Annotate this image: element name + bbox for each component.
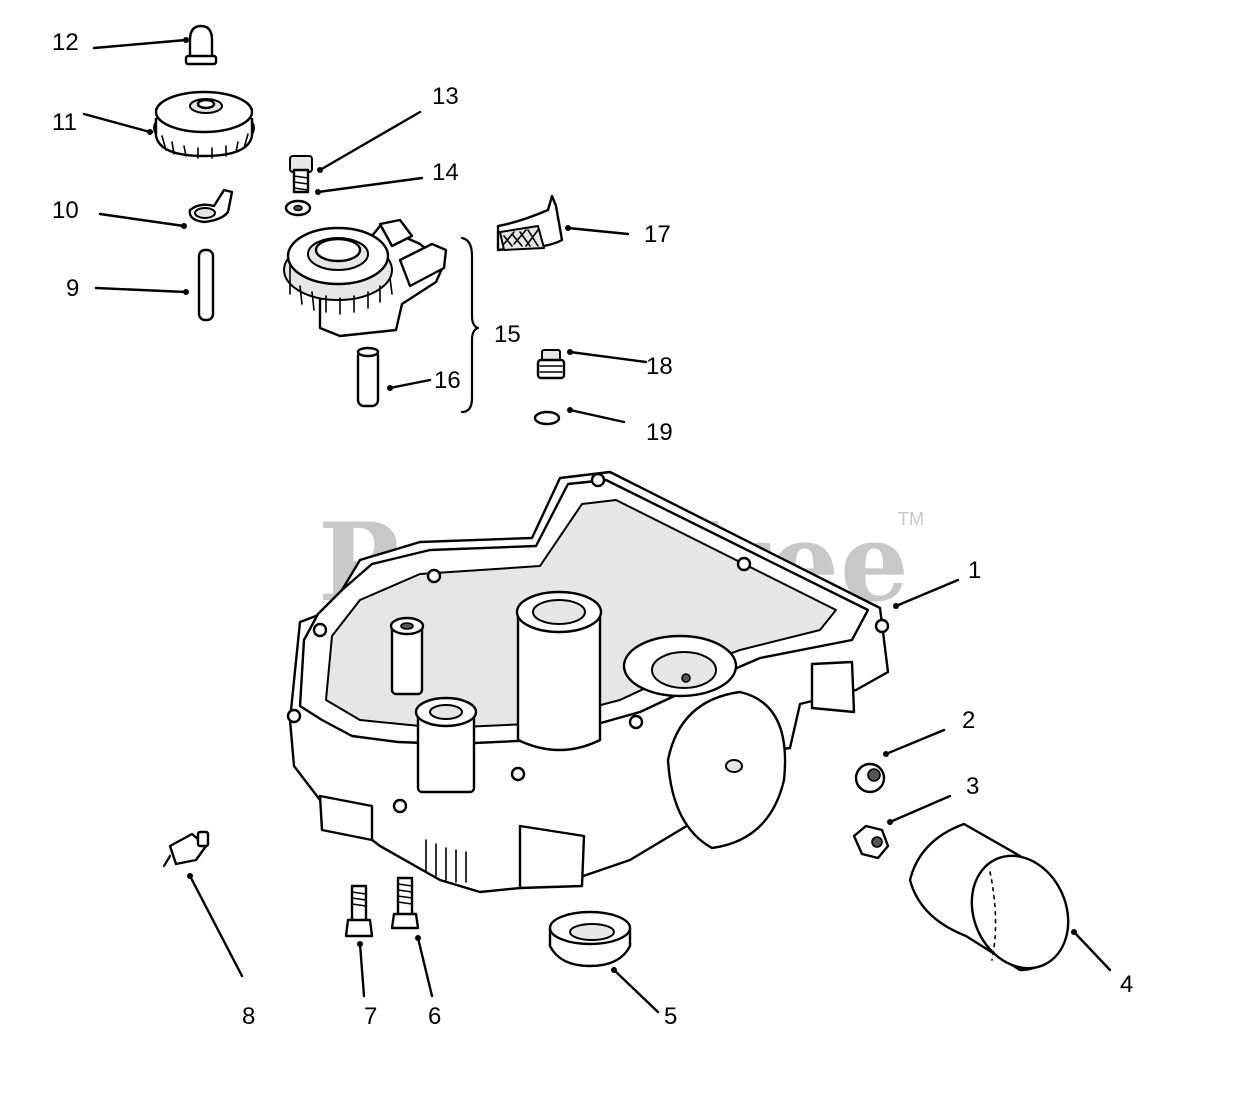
part-1-oil-pan[interactable] <box>286 470 890 894</box>
callout-6[interactable]: 6 <box>428 1003 441 1030</box>
callout-15[interactable]: 15 <box>494 321 521 348</box>
callout-10[interactable]: 10 <box>52 197 79 224</box>
part-15-oil-pump-assembly[interactable] <box>283 218 448 338</box>
callout-labels: 1 2 3 4 5 6 7 8 9 10 11 12 13 14 15 16 1… <box>52 29 1133 1030</box>
part-9-pin[interactable] <box>197 248 215 322</box>
callout-13[interactable]: 13 <box>432 83 459 110</box>
part-12-cap[interactable] <box>184 24 218 66</box>
callout-9[interactable]: 9 <box>66 275 79 302</box>
part-19-o-ring[interactable] <box>533 410 561 426</box>
part-10-bracket[interactable] <box>188 188 234 224</box>
callout-11[interactable]: 11 <box>52 109 77 136</box>
part-6-bolt[interactable] <box>390 876 420 930</box>
part-14-washer[interactable] <box>284 199 312 217</box>
callout-5[interactable]: 5 <box>664 1003 677 1030</box>
watermark-trademark: TM <box>898 509 924 529</box>
part-18-plug[interactable] <box>536 349 566 380</box>
callout-14[interactable]: 14 <box>432 159 459 186</box>
part-17-screen[interactable] <box>496 194 564 252</box>
part-16-shaft[interactable] <box>356 346 380 408</box>
callout-19[interactable]: 19 <box>646 419 673 446</box>
callout-4[interactable]: 4 <box>1120 971 1133 998</box>
callout-2[interactable]: 2 <box>962 707 975 734</box>
part-8-sensor[interactable] <box>162 830 210 868</box>
callout-18[interactable]: 18 <box>646 353 673 380</box>
part-2-plug[interactable] <box>854 762 886 794</box>
callout-7[interactable]: 7 <box>364 1003 377 1030</box>
callout-12[interactable]: 12 <box>52 29 79 56</box>
callout-16[interactable]: 16 <box>434 367 461 394</box>
callout-1[interactable]: 1 <box>968 557 981 584</box>
callout-8[interactable]: 8 <box>242 1003 255 1030</box>
callout-3[interactable]: 3 <box>966 773 979 800</box>
part-4-oil-filter[interactable] <box>908 822 1086 984</box>
part-11-gear[interactable] <box>153 90 255 159</box>
leader-lines <box>82 37 1112 1014</box>
bracket-15 <box>460 236 480 414</box>
part-5-seal[interactable] <box>548 910 632 968</box>
part-7-bolt[interactable] <box>344 884 374 938</box>
part-13-bolt[interactable] <box>289 155 313 194</box>
part-3-fitting[interactable] <box>852 824 890 860</box>
callout-17[interactable]: 17 <box>644 221 671 248</box>
